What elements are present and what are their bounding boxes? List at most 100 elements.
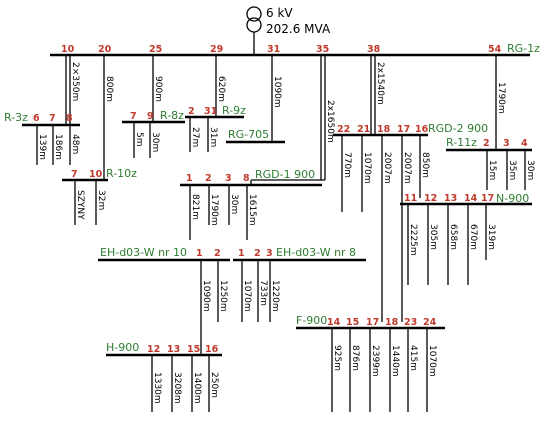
bus-r9z-name: R-9z xyxy=(222,104,246,117)
r3z-node-6: 6 xyxy=(33,113,40,124)
r3z-label-139m: 139m xyxy=(37,134,47,160)
r10z-label-32m: 32m xyxy=(96,190,106,210)
r11z-node-4: 4 xyxy=(521,138,528,149)
h900-node-13: 13 xyxy=(167,344,180,355)
n900-label-319m: 319m xyxy=(486,224,496,250)
r3z-node-7: 7 xyxy=(49,113,56,124)
rgd2-label-2007m-b: 2007m xyxy=(402,152,412,184)
branch-10-label: 2×350m xyxy=(70,62,80,101)
h900-label-1400m: 1400m xyxy=(192,372,202,404)
branch-38-label: 2x1540m xyxy=(375,62,385,105)
bus-h900-name: H-900 xyxy=(106,341,139,354)
bus-n900-name: N-900 xyxy=(496,192,529,205)
main-node-38: 38 xyxy=(367,44,381,55)
main-node-29: 29 xyxy=(210,44,223,55)
branch-25-label: 900m xyxy=(153,76,163,102)
bus-r3z-name: R-3z xyxy=(4,111,28,124)
rgd2-label-1070m: 1070m xyxy=(362,152,372,184)
eh8-label-733m: 733m xyxy=(258,280,268,306)
r8z-node-9: 9 xyxy=(147,111,154,122)
f900-label-1070m: 1070m xyxy=(427,345,437,377)
source-power: 202.6 MVA xyxy=(266,22,331,36)
r11z-node-3: 3 xyxy=(503,138,510,149)
f900-node-17: 17 xyxy=(366,317,379,328)
rgd1-node-8: 8 xyxy=(243,173,250,184)
n900-label-2225m: 2225m xyxy=(408,224,418,256)
r10z-label-szyny: SZYNY xyxy=(75,190,85,220)
h900-label-3208m: 3208m xyxy=(172,372,182,404)
r9z-node-2: 2 xyxy=(188,106,195,117)
rgd2-node-16: 16 xyxy=(415,124,429,135)
n900-node-13: 13 xyxy=(444,193,457,204)
bus-rgd2-name: RGD-2 900 xyxy=(428,122,488,135)
rgd1-label-821m: 821m xyxy=(190,194,200,220)
main-node-31: 31 xyxy=(267,44,280,55)
eh10-node-2: 2 xyxy=(214,248,221,259)
f900-node-18: 18 xyxy=(385,317,399,328)
r3z-label-186m: 186m xyxy=(53,134,63,160)
eh8-label-1220m: 1220m xyxy=(270,280,280,312)
rgd1-label-1790m: 1790m xyxy=(209,194,219,226)
eh8-label-1070m: 1070m xyxy=(242,280,252,312)
rgd1-node-3: 3 xyxy=(225,173,232,184)
n900-label-658m: 658m xyxy=(448,224,458,250)
main-node-25: 25 xyxy=(149,44,162,55)
f900-node-15: 15 xyxy=(346,317,359,328)
rgd1-label-30m: 30m xyxy=(229,194,239,214)
f900-node-14: 14 xyxy=(327,317,341,328)
h900-node-12: 12 xyxy=(147,344,160,355)
rgd2-node-17: 17 xyxy=(397,124,410,135)
n900-node-14: 14 xyxy=(464,193,478,204)
main-node-35: 35 xyxy=(316,44,329,55)
rgd1-node-2: 2 xyxy=(205,173,212,184)
bus-rg705-name: RG-705 xyxy=(228,128,269,141)
bus-f900-name: F-900 xyxy=(296,314,327,327)
rgd2-label-850m: 850m xyxy=(420,152,430,178)
eh10-label-1090m: 1090m xyxy=(201,280,211,312)
r11z-label-30m: 30m xyxy=(525,160,535,180)
f900-node-24: 24 xyxy=(423,317,437,328)
main-bus-name: RG-1z xyxy=(507,42,540,55)
eh10-node-1: 1 xyxy=(196,248,203,259)
branch-54-label: 1790m xyxy=(496,82,506,114)
h900-node-16: 16 xyxy=(205,344,219,355)
bus-eh8-name: EH-d03-W nr 8 xyxy=(276,246,356,259)
f900-label-2399m: 2399m xyxy=(370,345,380,377)
r11z-label-15m: 15m xyxy=(487,160,497,180)
main-node-54: 54 xyxy=(488,44,502,55)
f900-label-925m: 925m xyxy=(332,345,342,371)
eh10-label-1250m: 1250m xyxy=(218,280,228,312)
rgd1-label-1615m: 1615m xyxy=(247,194,257,226)
eh8-node-3: 3 xyxy=(266,248,273,259)
r10z-node-10: 10 xyxy=(89,169,103,180)
r10z-node-7: 7 xyxy=(71,169,78,180)
bus-r8z-name: R-8z xyxy=(160,109,184,122)
r8z-node-7: 7 xyxy=(130,111,137,122)
f900-node-23: 23 xyxy=(404,317,417,328)
bus-eh10-name: EH-d03-W nr 10 xyxy=(100,246,187,259)
bus-r11z-name: R-11z xyxy=(446,136,477,149)
n900-label-305m: 305m xyxy=(428,224,438,250)
f900-label-876m: 876m xyxy=(350,345,360,371)
branch-29-label: 620m xyxy=(216,76,226,102)
r9z-node-31: 31 xyxy=(204,106,217,117)
main-node-20: 20 xyxy=(98,44,112,55)
main-node-10: 10 xyxy=(61,44,75,55)
eh8-node-2: 2 xyxy=(254,248,261,259)
r11z-label-35m: 35m xyxy=(507,160,517,180)
bus-rgd1-name: RGD-1 900 xyxy=(255,168,315,181)
r3z-label-48m: 48m xyxy=(70,134,80,154)
r3z-node-8: 8 xyxy=(66,113,73,124)
branch-20-label: 800m xyxy=(104,76,114,102)
n900-node-11: 11 xyxy=(404,193,417,204)
f900-label-1440m: 1440m xyxy=(390,345,400,377)
rgd2-node-21: 21 xyxy=(357,124,370,135)
rgd2-label-2007m-a: 2007m xyxy=(382,152,392,184)
r9z-label-27m: 27m xyxy=(190,127,200,147)
eh8-node-1: 1 xyxy=(238,248,245,259)
branch-35-label: 2x1650m xyxy=(325,100,335,143)
branch-31-label: 1090m xyxy=(272,76,282,108)
source-voltage: 6 kV xyxy=(266,6,293,20)
n900-node-12: 12 xyxy=(424,193,437,204)
